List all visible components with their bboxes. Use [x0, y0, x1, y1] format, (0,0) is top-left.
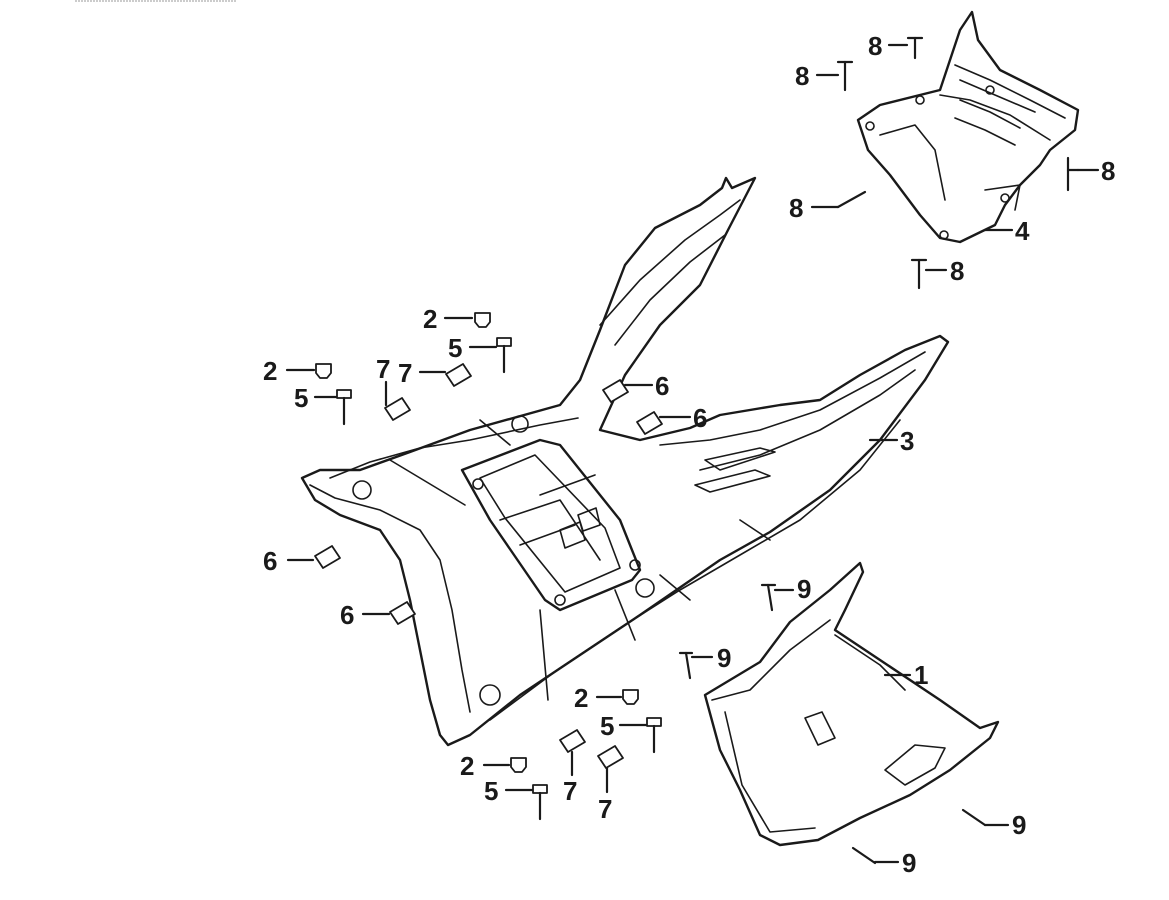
callout-7: 7: [398, 358, 412, 388]
callout-1: 1: [914, 660, 928, 690]
callout-9: 9: [717, 643, 731, 673]
screw-8-hardware-set: [836, 36, 1080, 290]
floor-panel-part-3: [300, 176, 950, 747]
callout-2: 2: [574, 683, 588, 713]
speed-nut-hardware-set: [314, 363, 663, 769]
callout-labels: 1 2 2 2 2 3 4 5 5 5 5 6 6 6 6 7 7 7 7 8 …: [263, 31, 1115, 878]
callout-3: 3: [900, 426, 914, 456]
callout-6: 6: [693, 403, 707, 433]
callout-leaders: [285, 43, 1100, 864]
callout-8: 8: [950, 256, 964, 286]
callout-9: 9: [797, 574, 811, 604]
screw-9-hardware-set: [678, 583, 987, 865]
callout-6: 6: [263, 546, 277, 576]
callout-2: 2: [460, 751, 474, 781]
callout-7: 7: [598, 794, 612, 824]
callout-2: 2: [423, 304, 437, 334]
callout-2: 2: [263, 356, 277, 386]
callout-5: 5: [600, 711, 614, 741]
rear-cover-part-4: [856, 10, 1080, 244]
callout-4: 4: [1015, 216, 1030, 246]
callout-9: 9: [902, 848, 916, 878]
callout-7: 7: [563, 776, 577, 806]
under-cover-part-1: [703, 561, 1000, 847]
bolt-hardware-set: [336, 337, 662, 821]
callout-8: 8: [789, 193, 803, 223]
callout-8: 8: [795, 61, 809, 91]
callout-5: 5: [448, 333, 462, 363]
callout-5: 5: [484, 776, 498, 806]
callout-8: 8: [1101, 156, 1115, 186]
callout-9: 9: [1012, 810, 1026, 840]
callout-6: 6: [655, 371, 669, 401]
clip-hardware-set: [315, 312, 639, 773]
callout-5: 5: [294, 383, 308, 413]
callout-6: 6: [340, 600, 354, 630]
callout-8: 8: [868, 31, 882, 61]
callout-7: 7: [376, 354, 390, 384]
